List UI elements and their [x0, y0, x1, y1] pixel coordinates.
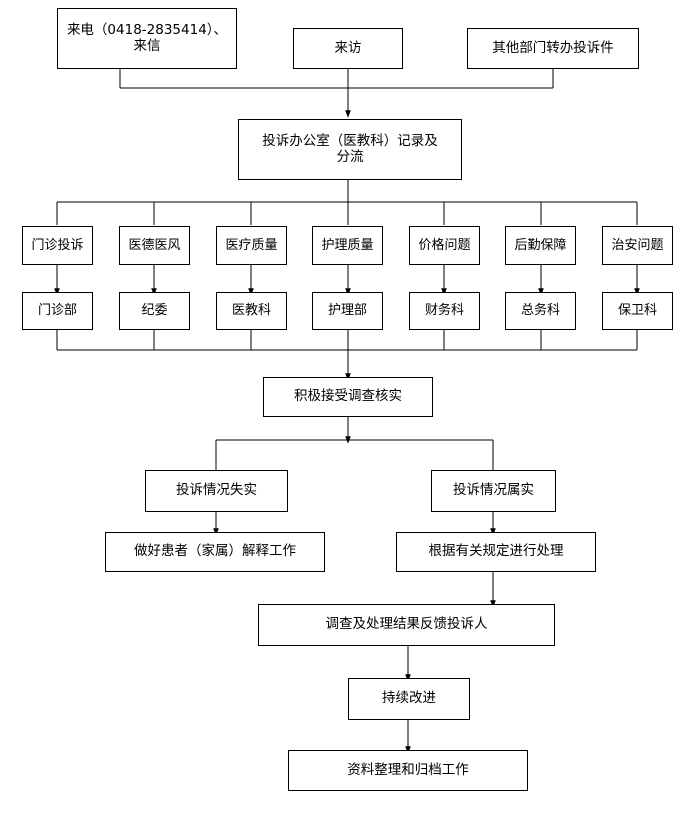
node-category-logistics[interactable]: 后勤保障: [505, 226, 576, 265]
node-source-phone-letter[interactable]: 来电（0418-2835414）、 来信: [57, 8, 237, 69]
node-result-true[interactable]: 投诉情况属实: [431, 470, 556, 512]
node-dept-general-affairs[interactable]: 总务科: [505, 292, 576, 330]
node-category-price[interactable]: 价格问题: [409, 226, 480, 265]
node-dept-security[interactable]: 保卫科: [602, 292, 673, 330]
node-dept-medical-education[interactable]: 医教科: [216, 292, 287, 330]
node-intake-office[interactable]: 投诉办公室（医教科）记录及 分流: [238, 119, 462, 180]
node-archive[interactable]: 资料整理和归档工作: [288, 750, 528, 791]
node-improve[interactable]: 持续改进: [348, 678, 470, 720]
node-category-ethics[interactable]: 医德医风: [119, 226, 190, 265]
node-result-false[interactable]: 投诉情况失实: [145, 470, 288, 512]
node-source-visit[interactable]: 来访: [293, 28, 403, 69]
node-dept-finance[interactable]: 财务科: [409, 292, 480, 330]
node-category-security[interactable]: 治安问题: [602, 226, 673, 265]
node-category-nursing-quality[interactable]: 护理质量: [312, 226, 383, 265]
node-investigate[interactable]: 积极接受调查核实: [263, 377, 433, 417]
node-dept-discipline[interactable]: 纪委: [119, 292, 190, 330]
node-category-outpatient[interactable]: 门诊投诉: [22, 226, 93, 265]
node-category-medical-quality[interactable]: 医疗质量: [216, 226, 287, 265]
node-source-transfer[interactable]: 其他部门转办投诉件: [467, 28, 639, 69]
node-dept-nursing[interactable]: 护理部: [312, 292, 383, 330]
node-action-process[interactable]: 根据有关规定进行处理: [396, 532, 596, 572]
node-action-explain[interactable]: 做好患者（家属）解释工作: [105, 532, 325, 572]
node-feedback[interactable]: 调查及处理结果反馈投诉人: [258, 604, 555, 646]
node-dept-outpatient[interactable]: 门诊部: [22, 292, 93, 330]
